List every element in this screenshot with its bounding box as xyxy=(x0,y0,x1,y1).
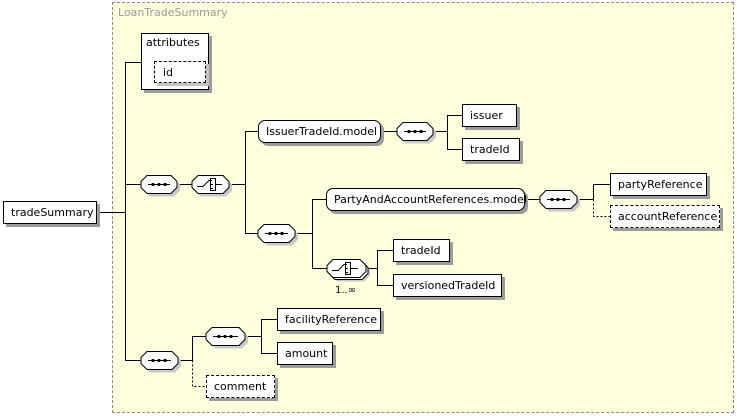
root-element-tradesummary[interactable]: tradeSummary xyxy=(3,201,97,224)
element-trade-id[interactable]: tradeId xyxy=(462,138,520,161)
element-issuer[interactable]: issuer xyxy=(462,104,517,127)
element-account-reference[interactable]: accountReference xyxy=(610,205,720,228)
element-comment[interactable]: comment xyxy=(206,375,275,398)
sequence-compositor[interactable] xyxy=(396,122,436,144)
element-amount[interactable]: amount xyxy=(277,342,333,365)
attribute-id[interactable]: id xyxy=(154,61,206,83)
complex-type-title: LoanTradeSummary xyxy=(118,6,228,19)
element-versioned-trade-id[interactable]: versionedTradeId xyxy=(393,274,502,297)
element-party-reference[interactable]: partyReference xyxy=(610,173,707,196)
group-issuer-trade-id-model[interactable]: IssuerTradeId.model xyxy=(258,120,381,143)
sequence-compositor[interactable] xyxy=(205,327,248,349)
sequence-compositor[interactable] xyxy=(140,351,181,373)
attributes-label: attributes xyxy=(146,36,200,49)
occurrence-label: 1..∞ xyxy=(335,285,357,296)
group-party-and-account-references-model[interactable]: PartyAndAccountReferences.model xyxy=(326,188,527,211)
sequence-compositor[interactable] xyxy=(539,190,580,212)
element-trade-id-2[interactable]: tradeId xyxy=(393,239,450,262)
element-facility-reference[interactable]: facilityReference xyxy=(277,308,381,331)
sequence-compositor[interactable] xyxy=(257,224,298,246)
choice-compositor[interactable] xyxy=(191,175,232,197)
sequence-compositor[interactable] xyxy=(140,175,180,197)
repeating-choice-compositor[interactable] xyxy=(326,259,370,282)
